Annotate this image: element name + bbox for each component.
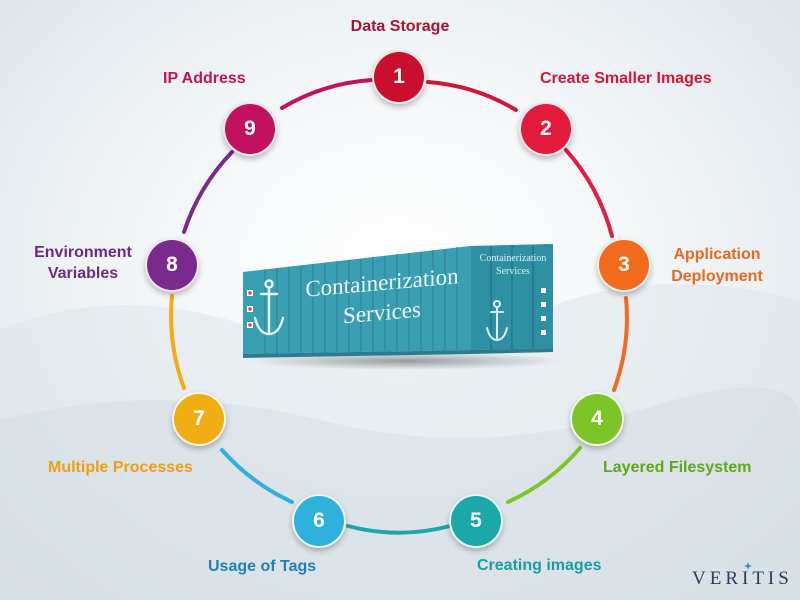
arc-3-4	[612, 296, 629, 392]
container-text-side: Containerization Services	[473, 252, 553, 278]
step-7-circle[interactable]: 7	[172, 392, 226, 446]
shipping-container-illustration: Containerization Services Containerizati…	[235, 238, 565, 368]
step-9-number: 9	[244, 117, 256, 140]
container-side-line1: Containerization	[479, 253, 547, 264]
step-1-number: 1	[393, 65, 405, 88]
step-3-label-line2: Deployment	[671, 268, 763, 285]
arc-6-7	[220, 448, 294, 504]
arc-7-8	[169, 294, 186, 390]
step-5-number: 5	[470, 509, 482, 532]
anchor-icon	[253, 279, 285, 336]
container-long-side	[243, 246, 471, 354]
step-1-circle[interactable]: 1	[372, 50, 426, 104]
step-7-number: 7	[193, 407, 205, 430]
arc-9-1	[280, 78, 374, 110]
step-9-circle[interactable]: 9	[223, 102, 277, 156]
step-4-number: 4	[591, 407, 603, 430]
step-8-label-line1: Environment	[34, 244, 132, 261]
arc-2-3	[564, 148, 614, 238]
step-8-number: 8	[166, 253, 178, 276]
step-8-circle[interactable]: 8	[145, 238, 199, 292]
step-2-label: Create Smaller Images	[540, 70, 712, 87]
step-3-number: 3	[618, 253, 630, 276]
step-3-label-line1: Application	[673, 246, 761, 263]
step-7-label: Multiple Processes	[48, 459, 193, 476]
step-4-circle[interactable]: 4	[570, 392, 624, 446]
step-6-number: 6	[313, 509, 325, 532]
step-3-label: Application Deployment	[658, 244, 776, 288]
step-2-number: 2	[540, 117, 552, 140]
container-side-line2: Services	[496, 266, 530, 277]
arc-1-2	[426, 80, 518, 112]
arc-4-5	[506, 446, 582, 504]
step-3-circle[interactable]: 3	[597, 238, 651, 292]
step-5-label: Creating images	[477, 557, 602, 574]
arc-5-6	[346, 524, 452, 535]
step-8-label-line2: Variables	[47, 265, 119, 282]
step-4-label: Layered Filesystem	[603, 459, 752, 476]
step-6-circle[interactable]: 6	[292, 494, 346, 548]
step-6-label: Usage of Tags	[208, 558, 317, 575]
brand-star-icon	[744, 562, 752, 570]
brand-logo-text: VERITIS	[692, 568, 793, 589]
step-5-circle[interactable]: 5	[449, 494, 503, 548]
arc-8-9	[182, 150, 234, 234]
step-9-label: IP Address	[163, 70, 246, 87]
step-8-label: Environment Variables	[20, 242, 146, 284]
step-2-circle[interactable]: 2	[519, 102, 573, 156]
anchor-icon-door	[486, 300, 508, 342]
step-1-label: Data Storage	[350, 18, 450, 35]
